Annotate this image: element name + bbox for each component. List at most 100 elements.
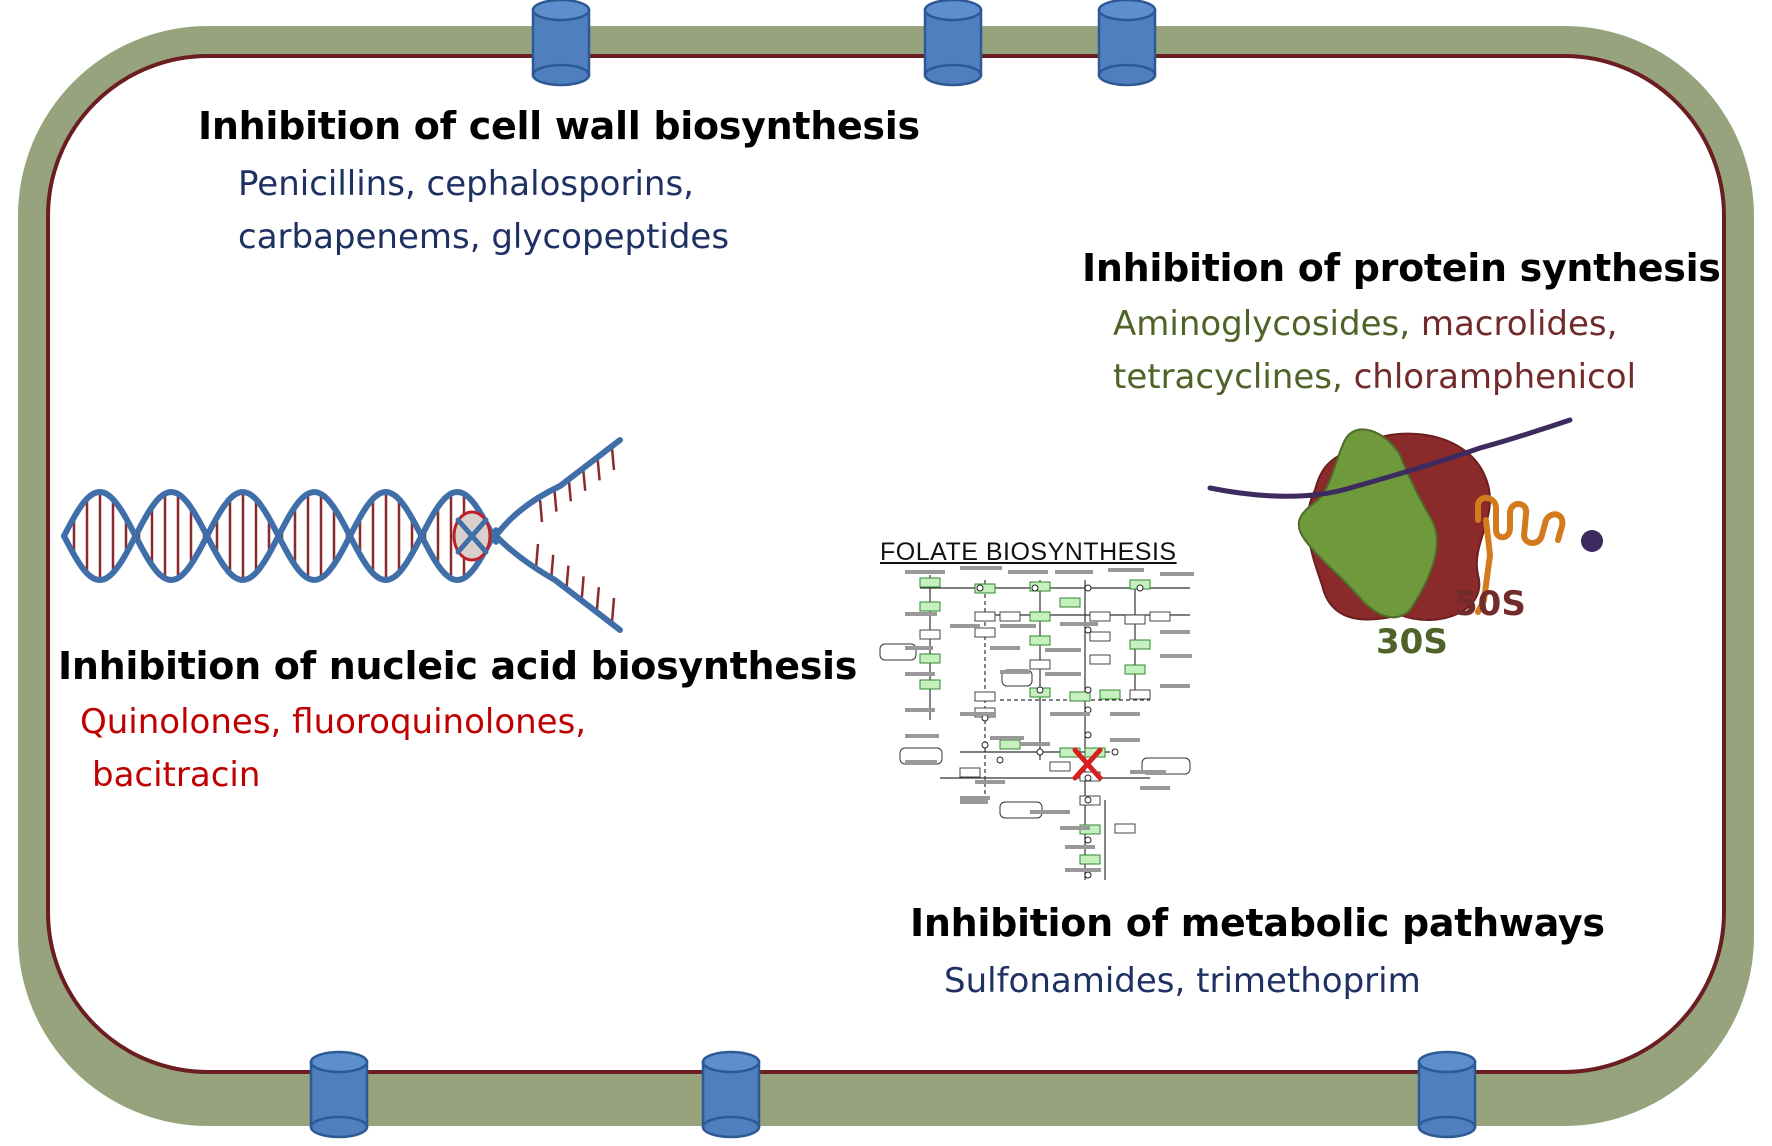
pathway-compound-label-25 [1020, 742, 1050, 746]
pathway-compound-label-31 [960, 796, 990, 800]
nucleic-acid-drug-list: Quinolones, fluoroquinolones, bacitracin [80, 696, 586, 802]
pathway-compound-label-6 [905, 612, 937, 616]
pathway-metabolite-node-8 [1084, 731, 1092, 739]
dna-fork-upper-base-5 [610, 447, 616, 471]
replication-fork-crossing [455, 517, 489, 555]
pathway-enzyme-box-28 [999, 739, 1021, 750]
pathway-compound-label-19 [905, 708, 935, 712]
ribosome-50s-label: 50S [1454, 584, 1526, 624]
protein-drugs-line-1: Aminoglycosides, macrolides, [1113, 298, 1636, 351]
porin-channel-bottom-2 [701, 1050, 761, 1139]
pathway-enzyme-box-33 [959, 767, 981, 778]
porin-channel-bottom-1 [309, 1050, 369, 1139]
nucleic-acid-heading: Inhibition of nucleic acid biosynthesis [58, 644, 858, 688]
pathway-compound-label-34 [1065, 845, 1095, 849]
dna-fork-lower-base-0 [534, 543, 540, 569]
inhibition-x-mark [1072, 747, 1103, 781]
pathway-enzyme-box-6 [919, 601, 941, 612]
pathway-enzyme-box-19 [1089, 654, 1111, 665]
nucleic-drugs-line-1: Quinolones, fluoroquinolones, [80, 702, 587, 742]
pathway-metabolite-node-5 [1036, 686, 1044, 694]
pathway-metabolite-node-0 [976, 584, 984, 592]
pathway-compound-label-3 [1055, 570, 1093, 574]
pathway-compound-label-14 [1160, 654, 1192, 658]
dna-fork-lower-base-3 [580, 576, 585, 601]
pathway-compound-label-35 [1065, 868, 1101, 872]
cell-wall-heading: Inhibition of cell wall biosynthesis [198, 104, 920, 148]
pathway-enzyme-box-17 [919, 653, 941, 664]
pathway-enzyme-box-5 [1149, 611, 1171, 622]
pathway-compound-label-30 [1140, 786, 1170, 790]
pathway-enzyme-box-14 [1029, 635, 1051, 646]
pathway-enzyme-box-11 [1124, 614, 1146, 625]
pathway-compound-label-20 [960, 712, 996, 716]
pathway-metabolite-node-17 [1111, 748, 1119, 756]
pathway-compound-label-18 [1160, 684, 1190, 688]
pathway-metabolite-node-16 [1036, 748, 1044, 756]
pathway-compound-label-1 [960, 566, 1002, 570]
pathway-metabolite-node-6 [1084, 686, 1092, 694]
dna-fork-upper-strand [495, 437, 623, 536]
pathway-enzyme-box-18 [1029, 659, 1051, 670]
pathway-metabolite-node-3 [1136, 584, 1144, 592]
chloramphenicol-text: chloramphenicol [1342, 357, 1637, 397]
pathway-compound-label-7 [950, 624, 980, 628]
dna-fork-upper-base-3 [581, 468, 587, 491]
pathway-metabolite-node-9 [1084, 774, 1092, 782]
pathway-metabolite-node-11 [1084, 836, 1092, 844]
pathway-compound-label-23 [905, 734, 939, 738]
dna-fork-upper-base-1 [553, 489, 558, 512]
pathway-metabolite-node-1 [1031, 584, 1039, 592]
pathway-enzyme-box-10 [1089, 611, 1111, 622]
pathway-enzyme-box-12 [919, 629, 941, 640]
pathway-enzyme-box-37 [1114, 823, 1136, 834]
pathway-compound-label-17 [1045, 672, 1081, 676]
mrna-strand [1207, 417, 1573, 499]
dna-fork-lower-base-4 [595, 587, 601, 612]
dna-fork-upper-base-2 [567, 479, 573, 502]
pathway-enzyme-box-25 [1099, 689, 1121, 700]
pathway-enzyme-box-9 [1029, 611, 1051, 622]
pathway-enzyme-box-1 [974, 583, 996, 594]
pathway-metabolite-node-2 [1084, 584, 1092, 592]
cell-wall-drugs-line-2: carbapenems, glycopeptides [238, 217, 730, 257]
aminoglycosides-text: Aminoglycosides, [1113, 304, 1411, 344]
pathway-compound-label-28 [975, 780, 1005, 784]
pathway-compound-label-24 [990, 736, 1024, 740]
metabolic-drug-list: Sulfonamides, trimethoprim [944, 955, 1421, 1008]
pathway-compound-label-36 [960, 800, 988, 804]
pathway-compound-label-22 [1110, 712, 1140, 716]
pathway-metabolite-node-4 [1084, 626, 1092, 634]
pathway-enzyme-box-2 [1029, 581, 1051, 592]
ribosome-30s-label: 30S [1376, 622, 1448, 662]
pathway-enzyme-box-13 [974, 627, 996, 638]
pathway-compound-label-27 [905, 760, 937, 764]
metabolic-drugs-line-1: Sulfonamides, trimethoprim [944, 961, 1421, 1001]
pathway-enzyme-box-20 [1124, 664, 1146, 675]
pathway-compound-label-9 [1060, 622, 1098, 626]
pathway-metabolite-nodes [905, 566, 1194, 879]
pathway-enzyme-box-16 [1129, 639, 1151, 650]
pathway-compound-label-4 [1108, 568, 1144, 572]
pathway-enzyme-box-0 [919, 577, 941, 588]
dna-fork-upper-base-4 [596, 458, 601, 481]
pathway-metabolite-node-10 [1084, 796, 1092, 804]
dna-strand-b [61, 488, 499, 584]
pathway-compound-label-0 [905, 570, 945, 574]
pathway-compound-label-10 [1160, 630, 1190, 634]
dna-fork-lower-base-5 [610, 597, 616, 623]
protein-drugs-line-2: tetracyclines, chloramphenicol [1113, 351, 1636, 404]
pathway-compound-label-2 [1008, 570, 1048, 574]
dna-fork-lower-strand [495, 535, 623, 633]
pathway-compound-label-32 [1030, 810, 1070, 814]
pathway-compound-label-33 [1060, 826, 1090, 830]
folate-pathway-title: FOLATE BIOSYNTHESIS [880, 538, 1177, 566]
protein-synthesis-drug-list: Aminoglycosides, macrolides, tetracyclin… [1113, 298, 1636, 404]
protein-synthesis-heading: Inhibition of protein synthesis [1082, 246, 1721, 290]
pathway-enzyme-box-31 [1049, 761, 1071, 772]
pathway-metabolite-node-14 [981, 741, 989, 749]
pathway-compound-label-16 [1000, 670, 1030, 674]
porin-channel-bottom-3 [1417, 1050, 1477, 1139]
dna-fork-upper-base-0 [538, 499, 544, 523]
